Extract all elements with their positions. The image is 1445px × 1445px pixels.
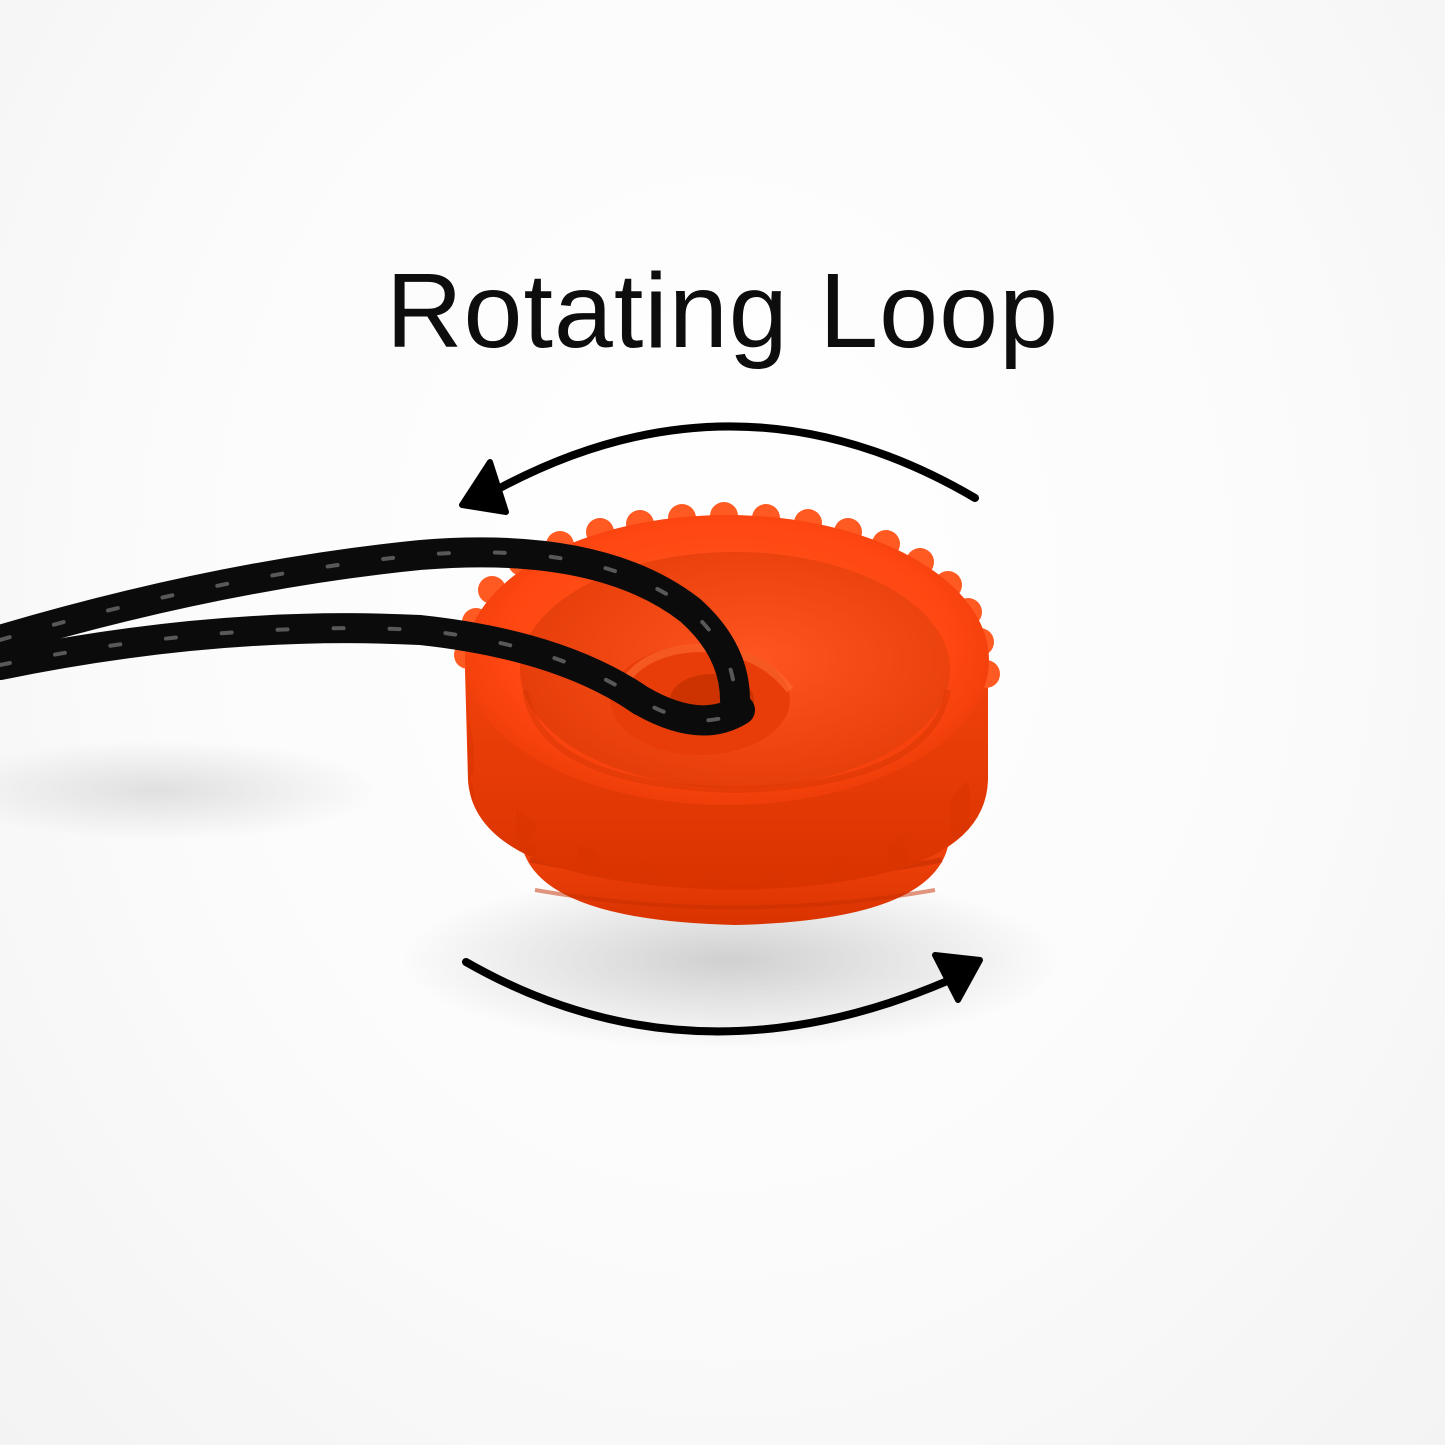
- cord-shadow: [0, 740, 380, 840]
- curved-arrow-clockwise-icon: [462, 952, 983, 1036]
- curved-arrow-counterclockwise-icon: [459, 422, 979, 515]
- caption-title: Rotating Loop: [385, 252, 1060, 370]
- black-cord: [0, 537, 755, 736]
